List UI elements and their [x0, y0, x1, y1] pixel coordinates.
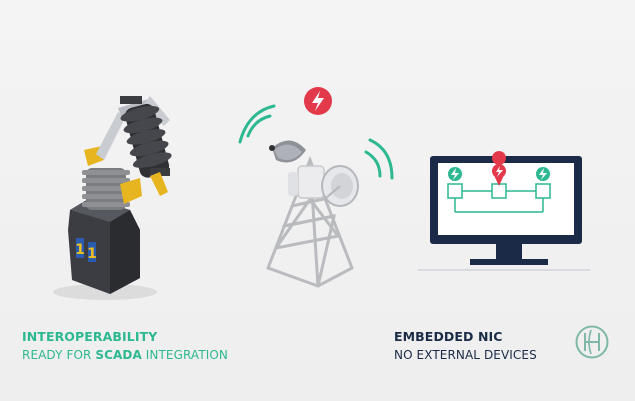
- embedded-nic-caption: EMBEDDED NIC NO EXTERNAL DEVICES: [394, 329, 537, 362]
- lightning-bolt-icon: [451, 168, 459, 180]
- embedded-nic-subtitle: NO EXTERNAL DEVICES: [394, 347, 537, 362]
- interoperability-title: INTEROPERABILITY: [22, 329, 158, 344]
- embedded-nic-title: EMBEDDED NIC: [394, 329, 503, 344]
- node-icon-center: [492, 151, 507, 186]
- subtitle-suffix: INTEGRATION: [141, 347, 229, 362]
- h-logo-icon: [575, 325, 609, 359]
- subtitle-prefix: READY FOR: [22, 347, 96, 362]
- phase-label-b: 1: [87, 246, 97, 262]
- interoperability-caption: INTEROPERABILITY READY FOR SCADA INTEGRA…: [22, 329, 228, 361]
- lightning-bolt-icon: [539, 168, 547, 180]
- node-icon-left: [448, 167, 462, 181]
- interoperability-subtitle: READY FOR SCADA INTEGRATION: [22, 349, 228, 361]
- subtitle-highlight: SCADA: [95, 347, 142, 362]
- phase-label-a: 1: [75, 242, 85, 258]
- lightning-bolt-icon: [312, 91, 324, 111]
- node-icon-right: [536, 167, 550, 181]
- map-pin-lightning-icon: [496, 166, 503, 177]
